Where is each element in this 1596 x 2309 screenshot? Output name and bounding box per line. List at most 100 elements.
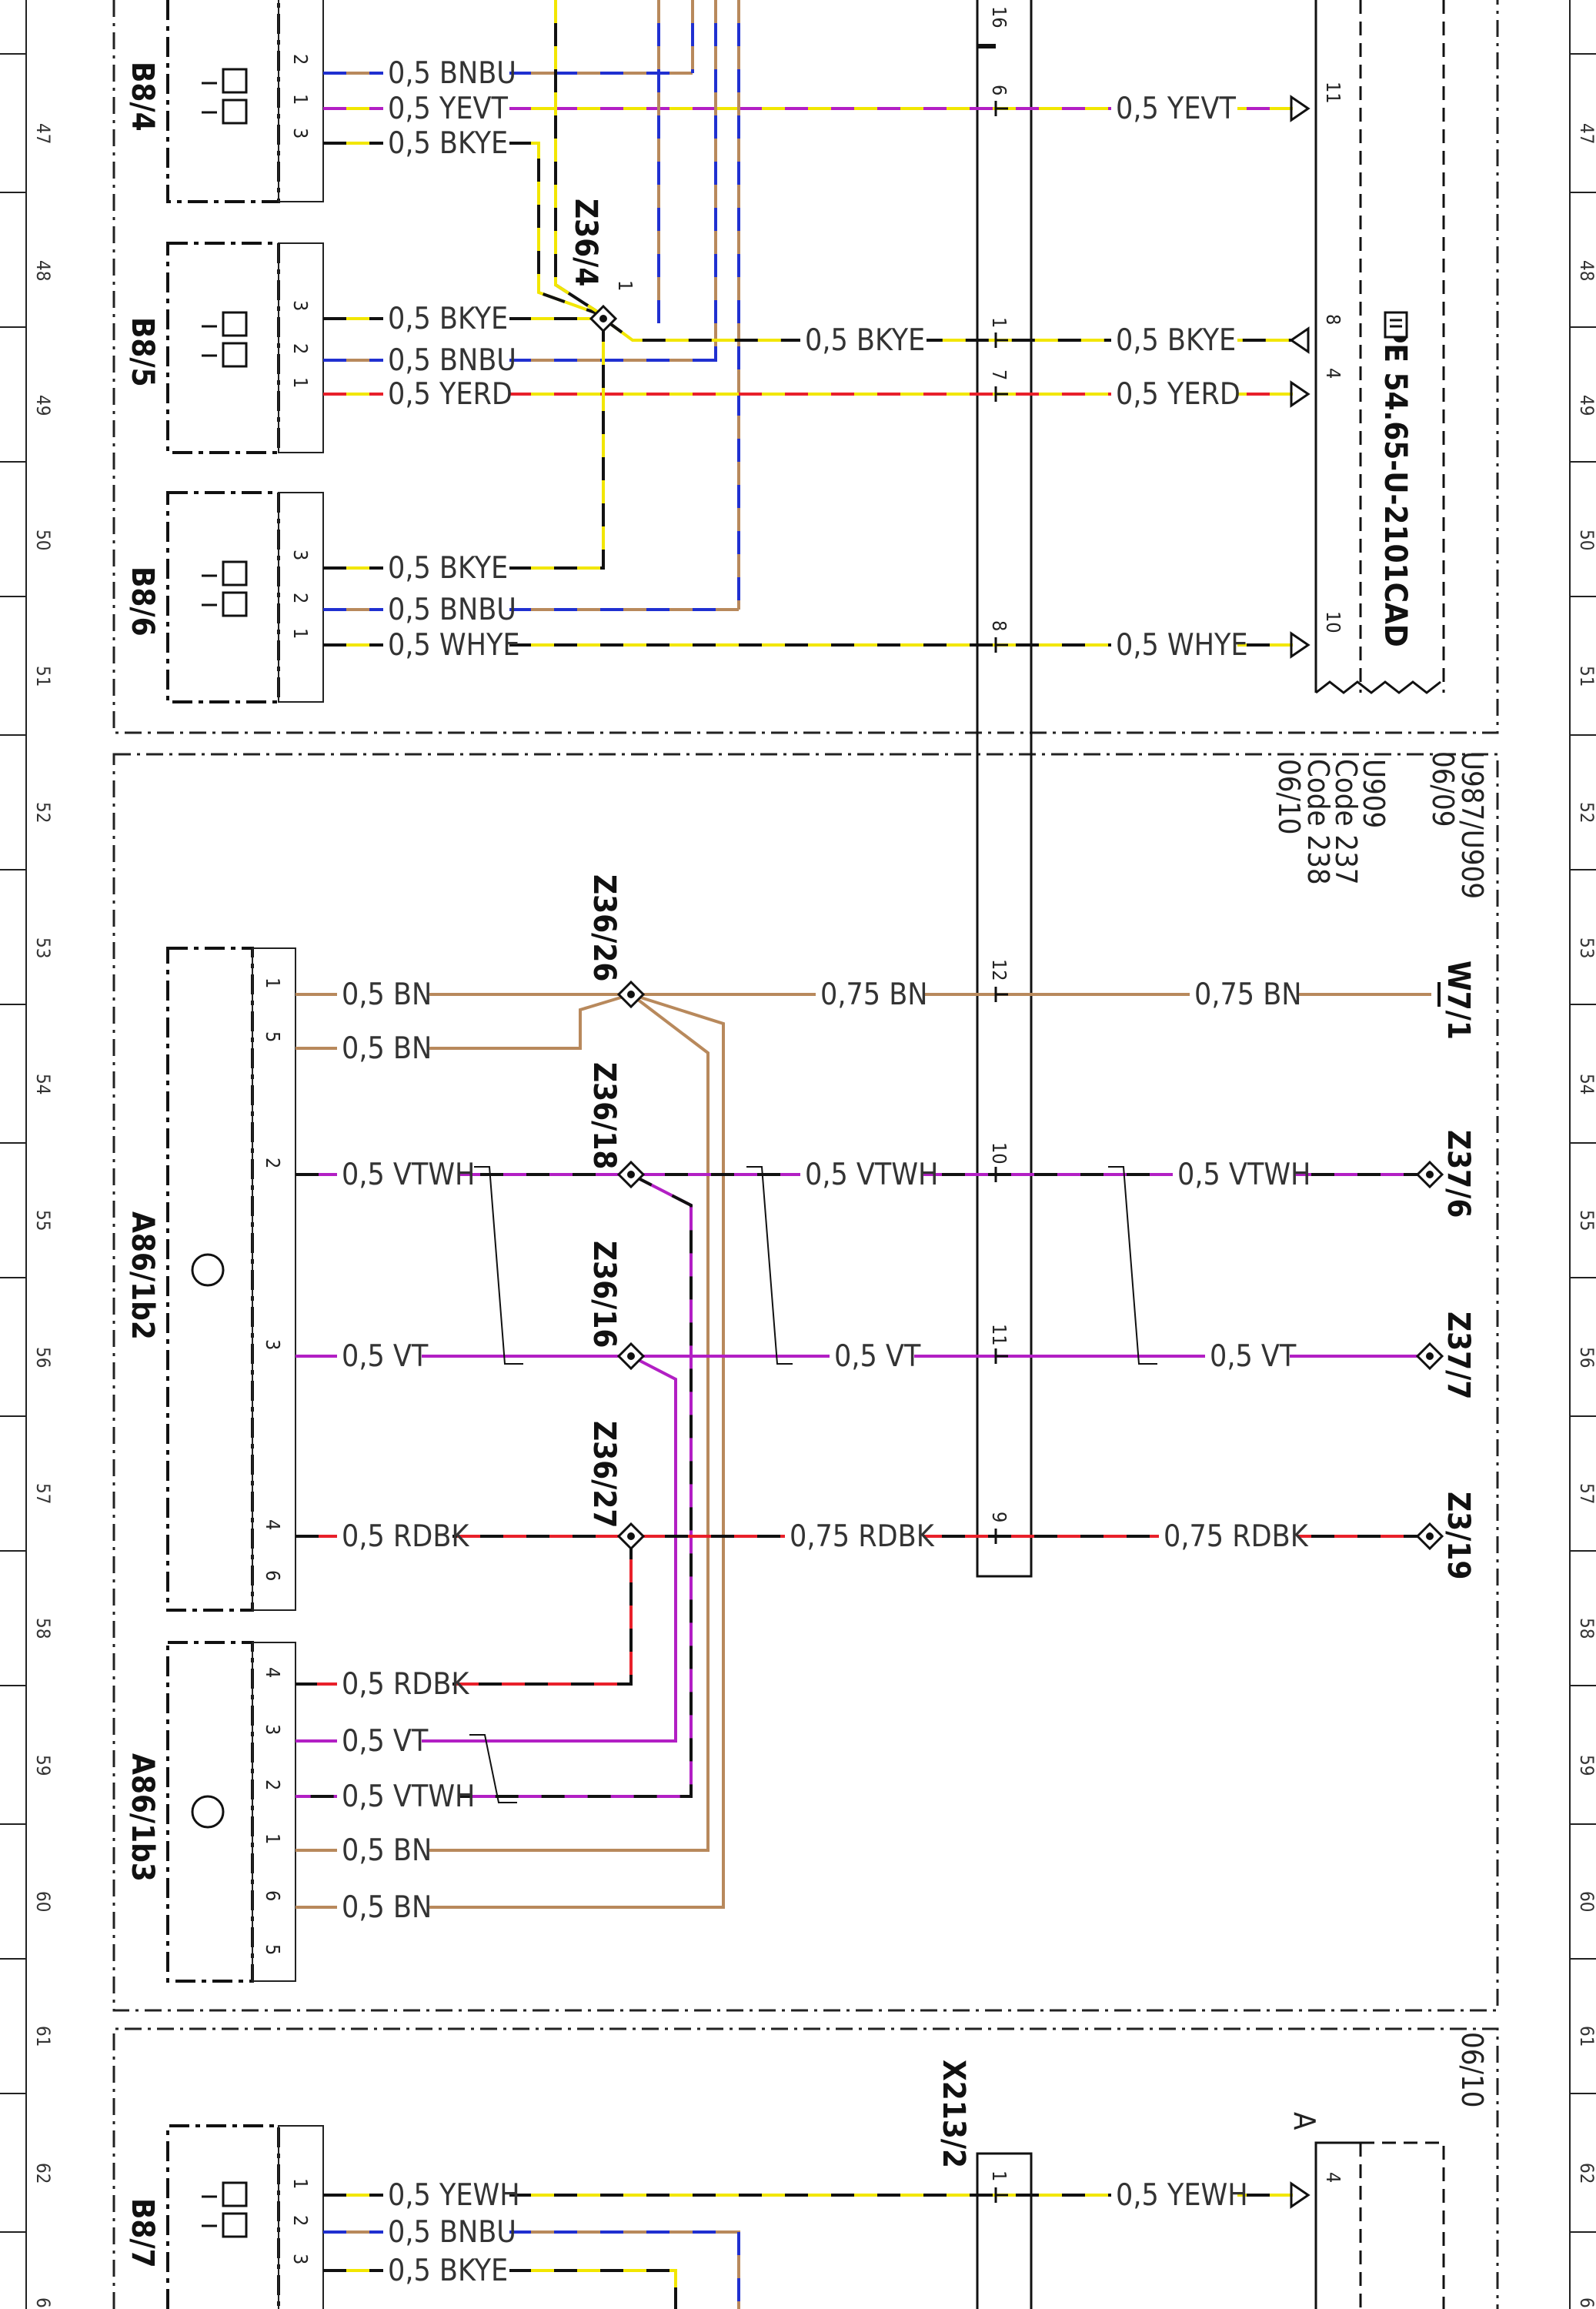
ruler-left	[0, 0, 27, 2309]
sensor-symbols	[191, 68, 248, 2238]
label-b8-4: B8/4	[125, 62, 160, 132]
pin-number: 16	[988, 6, 1010, 28]
wire-label: 0,5 BKYE	[805, 323, 925, 358]
note-date1: 06/09	[1426, 751, 1460, 827]
label-x213-2: X213/2	[936, 2060, 971, 2168]
pin-number: 3	[289, 550, 312, 560]
wire-label: 0,5 YEWH	[388, 2178, 520, 2213]
wire-label: 0,5 BKYE	[388, 302, 508, 336]
ruler-label: 50	[1576, 530, 1596, 550]
ruler-label: 60	[32, 1891, 54, 1912]
ruler-label: 61	[32, 2026, 54, 2047]
wire-label: 0,5 VTWH	[342, 1779, 475, 1814]
ruler-label: 50	[32, 530, 54, 550]
pin-number: 3	[262, 1724, 284, 1735]
label-z36-16: Z36/16	[586, 1241, 622, 1348]
ruler-label: 63	[1576, 2297, 1596, 2309]
wires-middle	[295, 993, 1431, 1909]
wire-labels: 0,5 BNBU 0,5 YEVT 0,5 BKYE 0,5 YEVT 0,5 …	[337, 56, 1311, 2288]
section-frames	[112, 0, 1499, 2309]
wire-label: 0,75 BN	[820, 977, 928, 1012]
ruler-label: 54	[32, 1074, 54, 1094]
label-a86-1b2: A86/1b2	[125, 1211, 160, 1340]
ruler-label: 60	[1576, 1891, 1596, 1912]
pin-number: 1	[614, 280, 636, 291]
note-date3: 06/10	[1455, 2032, 1489, 2108]
hand-pointer-icon	[1384, 311, 1408, 339]
ruler-label: 47	[1576, 123, 1596, 144]
a86-1b3-box	[166, 1641, 254, 1983]
wire-label: 0,5 VT	[1210, 1339, 1297, 1374]
wire-label: 0,5 VTWH	[342, 1158, 475, 1192]
pin-number: 6	[988, 85, 1010, 95]
label-b8-5: B8/5	[125, 317, 160, 387]
wire-label: 0,75 BN	[1194, 977, 1302, 1012]
pin-number: 4	[1322, 2172, 1344, 2183]
ruler-labels: 47 48 49 50 51 52 53 54 55 56 57 58 59 6…	[32, 123, 1596, 2309]
wire-label: 0,5 VT	[342, 1724, 429, 1759]
notes: U987/U909 06/09 U909 Code 237 Code 238 0…	[1272, 751, 1489, 2130]
splices	[589, 304, 1444, 1551]
ruler-label: 62	[32, 2163, 54, 2184]
pin-number: 5	[262, 1031, 284, 1042]
note-date2: 06/10	[1272, 759, 1306, 835]
wire-label: 0,5 WHYE	[1116, 628, 1248, 663]
component-labels: B8/4 B8/5 B8/6 A86/1b2 A86/1b3 B8/7 Z36/…	[125, 62, 1476, 2268]
pin-number: 1	[289, 94, 312, 105]
wire-label: 0,5 VT	[834, 1339, 921, 1374]
ruler-label: 48	[1576, 260, 1596, 281]
note-label-a: A	[1287, 2112, 1321, 2130]
ruler-label: 56	[32, 1347, 54, 1368]
pin-number: 1	[289, 377, 312, 388]
splice-dots	[599, 315, 1434, 1540]
label-z36-26: Z36/26	[586, 874, 622, 981]
pin-number: 3	[289, 128, 312, 139]
pin-number: 4	[1322, 368, 1344, 379]
pin-numbers: 2 1 3 3 2 1 3 2 1 1 5 2 3 4 6 4 3 2 1 6 …	[262, 6, 1344, 2264]
ecu-arrows	[1289, 95, 1311, 2209]
wire-label: 0,5 BKYE	[388, 551, 508, 586]
wire-label: 0,5 BN	[342, 1031, 432, 1066]
ruler-label: 53	[32, 937, 54, 958]
pin-number: 10	[988, 1142, 1010, 1165]
ruler-label: 63	[32, 2297, 54, 2309]
central-connector	[976, 0, 1033, 2309]
wire-label: 0,5 RDBK	[342, 1667, 469, 1702]
wire-label: 0,5 BN	[342, 1833, 432, 1868]
label-z37-7: Z37/7	[1441, 1312, 1476, 1399]
pin-number: 8	[988, 620, 1010, 631]
connector-pin-marks	[977, 44, 1008, 2203]
pin-number: 2	[289, 54, 312, 65]
wire-label: 0,5 BNBU	[388, 2215, 516, 2250]
label-w7-1: W7/1	[1441, 961, 1476, 1040]
pin-number: 4	[262, 1667, 284, 1678]
pin-number: 6	[262, 1570, 284, 1581]
ruler-label: 55	[1576, 1210, 1596, 1231]
wire-label: 0,5 YERD	[1116, 377, 1240, 412]
pin-number: 11	[988, 1324, 1010, 1346]
pin-number: 1	[988, 2170, 1010, 2181]
note-u987: U987/U909	[1455, 751, 1489, 899]
note-code237: Code 237	[1329, 759, 1363, 885]
label-pe-ref: PE 54.65-U-2101CAD	[1377, 323, 1413, 647]
pin-number: 1	[289, 2178, 312, 2189]
wire-label: 0,75 RDBK	[1164, 1519, 1309, 1554]
ruler-label: 59	[32, 1755, 54, 1776]
ruler-label: 57	[32, 1483, 54, 1504]
ruler-label: 54	[1576, 1074, 1596, 1094]
ruler-label: 62	[1576, 2163, 1596, 2184]
wire-label: 0,5 YEVT	[1116, 92, 1237, 126]
wire-label: 0,5 BNBU	[388, 343, 516, 378]
ruler-right	[1569, 0, 1596, 2309]
ecu-bracket	[1314, 0, 1445, 2309]
ruler-label: 52	[32, 802, 54, 823]
pin-number: 1	[289, 628, 312, 639]
label-z36-18: Z36/18	[586, 1062, 622, 1169]
pin-number: 3	[289, 2254, 312, 2264]
ruler-label: 58	[1576, 1618, 1596, 1639]
label-b8-7: B8/7	[125, 2198, 160, 2268]
wire-label: 0,5 RDBK	[342, 1519, 469, 1554]
ruler-label: 59	[1576, 1755, 1596, 1776]
pin-number: 6	[262, 1890, 284, 1901]
